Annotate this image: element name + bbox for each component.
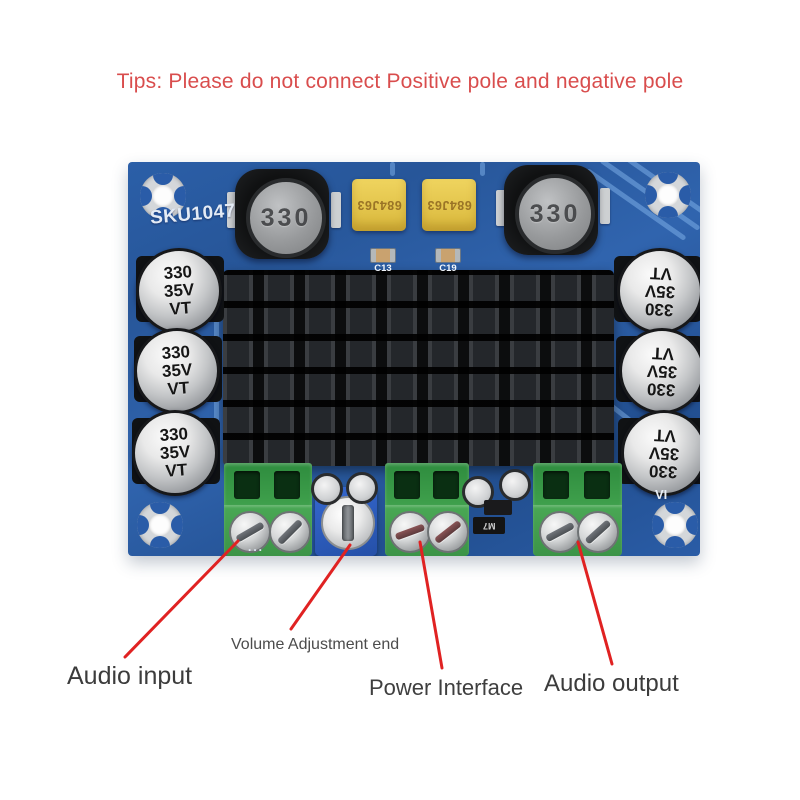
wire-hole (274, 471, 300, 499)
pcb-trace (390, 162, 395, 176)
small-capacitor (311, 473, 343, 505)
cap-label: 330 35V VT (162, 262, 195, 319)
solder-pad (496, 190, 506, 226)
mounting-hole-bottom-right (652, 502, 698, 548)
smd-transistor (484, 500, 512, 515)
cap-label: 330 35V VT (648, 425, 680, 482)
terminal-screw (229, 511, 271, 553)
film-capacitor-right: 684J63 (422, 179, 476, 231)
solder-pad (227, 192, 237, 228)
inductor-right-label: 330 (515, 174, 595, 254)
electrolytic-cap-left-2: 330 35V VT (134, 328, 220, 414)
terminal-body (533, 505, 622, 556)
terminal-screw (577, 511, 619, 553)
solder-pad (331, 192, 341, 228)
inductor-left-label: 330 (246, 178, 326, 258)
inductor-left: 330 (235, 169, 329, 259)
solder-pad (600, 188, 610, 224)
cap-label: 330 35V VT (160, 342, 193, 399)
diode-m7: M7 (473, 517, 505, 534)
film-capacitor-right-label: 684J63 (426, 198, 472, 212)
wire-hole (394, 471, 420, 499)
silkscreen-dots: ... (248, 540, 265, 554)
audio-input-terminal (224, 463, 312, 556)
terminal-screw (389, 511, 431, 553)
label-audio-input: Audio input (67, 662, 193, 690)
inductor-right: 330 (504, 165, 598, 255)
small-capacitor (462, 476, 494, 508)
terminal-body (224, 505, 312, 556)
small-capacitor (346, 472, 378, 504)
terminal-top (385, 463, 469, 505)
amplifier-board: 330 330 684J63 684J63 C13 C19 330 35V VT (128, 162, 700, 556)
electrolytic-cap-right-2: 330 35V VT (619, 328, 700, 414)
terminal-top (533, 463, 622, 505)
power-terminal (385, 463, 469, 556)
small-capacitor (499, 469, 531, 501)
wire-hole (584, 471, 610, 499)
label-audio-output: Audio output (544, 670, 679, 697)
refdes-c13: C13 (374, 263, 392, 274)
cap-label: 330 35V VT (646, 343, 678, 400)
electrolytic-cap-left-1: 330 35V VT (136, 248, 222, 334)
terminal-screw (539, 511, 581, 553)
terminal-top (224, 463, 312, 505)
smd-capacitor-c13 (370, 248, 396, 263)
label-power-interface: Power Interface (369, 675, 524, 700)
diode-label: M7 (482, 520, 496, 531)
audio-output-terminal (533, 463, 622, 556)
mounting-hole-bottom-left (137, 502, 183, 548)
annotation-line-audio-output (576, 540, 614, 666)
pcb-trace (480, 162, 485, 176)
wire-hole (433, 471, 459, 499)
terminal-screw (427, 511, 469, 553)
terminal-body (385, 505, 469, 556)
smd-capacitor-c19 (435, 248, 461, 263)
mounting-hole-top-left (140, 173, 186, 219)
annotation-line-power (418, 540, 444, 670)
label-volume-adjustment: Volume Adjustment end (231, 636, 400, 653)
electrolytic-cap-right-1: 330 35V VT (617, 248, 700, 334)
silkscreen-vi: VI (655, 487, 668, 502)
wire-hole (234, 471, 260, 499)
refdes-c19: C19 (439, 263, 457, 274)
wire-hole (543, 471, 569, 499)
warning-tip-text: Tips: Please do not connect Positive pol… (116, 70, 684, 93)
film-capacitor-left: 684J63 (352, 179, 406, 231)
mounting-hole-top-right (645, 172, 691, 218)
electrolytic-cap-right-3: 330 35V VT (621, 410, 700, 496)
cap-label: 330 35V VT (644, 263, 676, 320)
cap-label: 330 35V VT (158, 424, 191, 481)
film-capacitor-left-label: 684J63 (356, 198, 402, 212)
terminal-screw (269, 511, 311, 553)
heatsink (223, 270, 614, 466)
annotation-line-volume (289, 543, 352, 631)
electrolytic-cap-left-3: 330 35V VT (132, 410, 218, 496)
annotation-line-audio-input (123, 539, 240, 659)
